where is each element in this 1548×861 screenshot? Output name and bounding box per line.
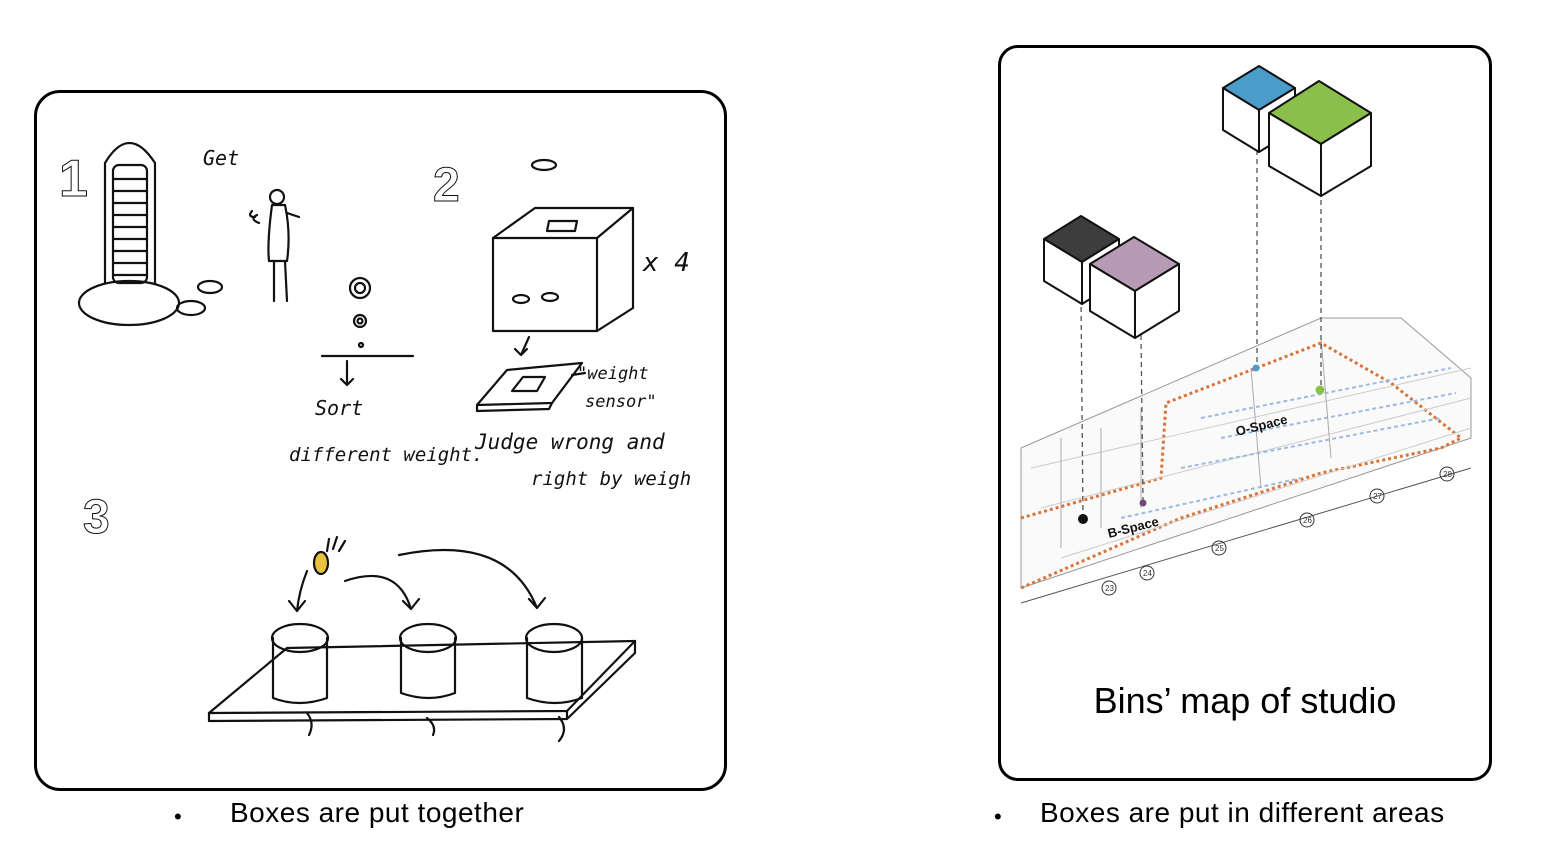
bin-cube-green <box>1268 80 1372 197</box>
caption-bullet: • <box>174 804 182 829</box>
map-panel: O-Space B-Space 23 24 25 26 27 28 <box>998 45 1492 781</box>
note-x4: x 4 <box>642 248 690 278</box>
bin-connectors <box>1080 150 1322 519</box>
grid-marker: 25 <box>1215 544 1224 553</box>
grid-marker: 23 <box>1105 584 1114 593</box>
note-weight-sensor-1: "weight <box>577 364 649 384</box>
note-judge-2: right by weigh <box>531 468 691 490</box>
right-caption: Boxes are put in different areas <box>1040 797 1445 828</box>
coin-tower-drawing <box>77 142 224 327</box>
bin-cube-purple <box>1089 236 1180 339</box>
note-get: Get <box>203 146 239 170</box>
note-weight-sensor-2: sensor" <box>585 392 657 412</box>
floor-plan: O-Space B-Space 23 24 25 26 27 28 <box>1020 317 1472 604</box>
bin-marker-blue <box>1252 364 1260 372</box>
map-title: Bins’ map of studio <box>1093 680 1397 721</box>
grid-marker: 27 <box>1373 492 1382 501</box>
step-1-label: 1 <box>59 150 88 208</box>
grid-markers: 23 24 25 26 27 28 <box>1101 466 1455 596</box>
grid-marker: 26 <box>1303 516 1312 525</box>
grid-marker: 24 <box>1143 569 1152 578</box>
bin-marker-green <box>1315 385 1325 395</box>
note-sort: Sort <box>315 396 363 420</box>
bins-tray-drawing <box>207 548 637 743</box>
grid-marker: 28 <box>1443 470 1452 479</box>
studio-map: O-Space B-Space 23 24 25 26 27 28 <box>1020 65 1472 604</box>
step-3-label: 3 <box>83 491 110 544</box>
coin-drop-icon <box>312 550 330 576</box>
person-drawing <box>249 188 301 303</box>
hand-sketch: 1 2 3 Get x 4 "weight sensor" Sort diffe… <box>59 142 691 743</box>
bin-marker-dark <box>1078 514 1088 524</box>
caption-bullet: • <box>994 804 1002 829</box>
note-different-weight: different weight. <box>289 444 483 466</box>
cube-bin-drawing <box>475 158 635 413</box>
step-2-label: 2 <box>433 159 460 212</box>
sketch-panel: 1 2 3 Get x 4 "weight sensor" Sort diffe… <box>34 90 727 791</box>
bin-marker-purple <box>1139 499 1147 507</box>
note-judge-1: Judge wrong and <box>474 430 665 454</box>
left-caption: Boxes are put together <box>230 797 525 828</box>
